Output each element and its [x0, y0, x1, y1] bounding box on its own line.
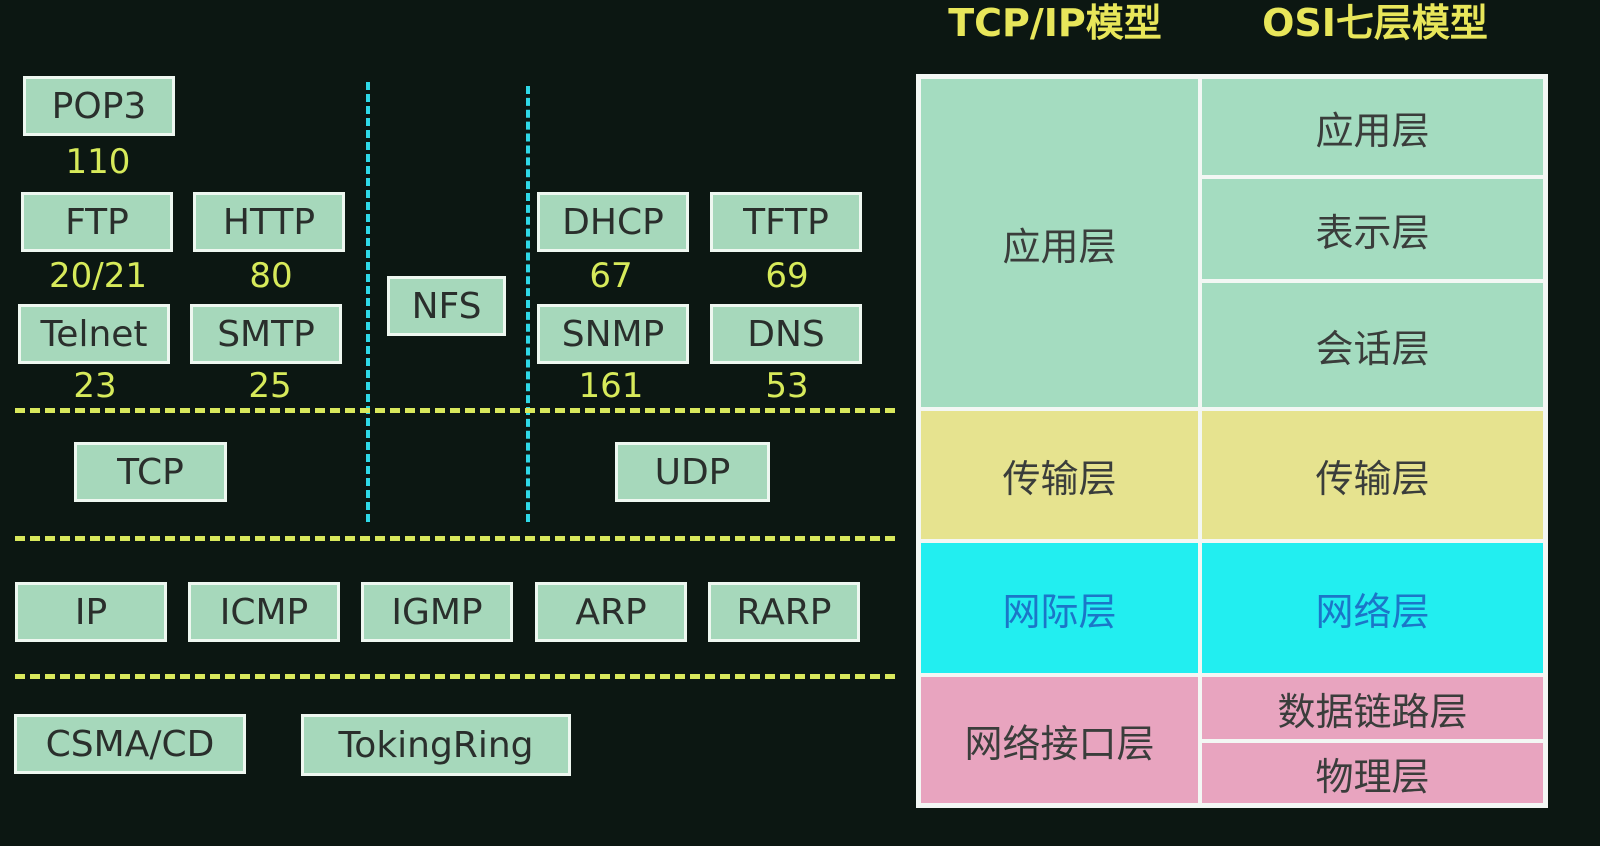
protocol-dns: DNS [710, 304, 862, 364]
tcpip-application-layer: 应用层 [919, 77, 1200, 409]
tcpip-transport-layer: 传输层 [919, 409, 1200, 541]
port-dhcp: 67 [589, 256, 633, 296]
protocol-icmp: ICMP [188, 582, 340, 642]
protocol-ip: IP [15, 582, 167, 642]
protocol-dhcp: DHCP [537, 192, 689, 252]
port-dns: 53 [765, 366, 809, 406]
vertical-divider-right [526, 86, 530, 522]
port-http: 80 [249, 256, 293, 296]
vertical-divider-left [366, 82, 370, 522]
divider-app-transport [15, 408, 895, 413]
divider-network-link [15, 674, 895, 679]
protocol-tokingring: TokingRing [301, 714, 571, 776]
protocol-igmp: IGMP [361, 582, 513, 642]
protocol-rarp: RARP [708, 582, 860, 642]
protocol-tcp: TCP [74, 442, 227, 502]
protocol-pop3: POP3 [23, 76, 175, 136]
protocol-udp: UDP [615, 442, 770, 502]
protocol-csma-cd: CSMA/CD [14, 714, 246, 774]
osi-application-layer: 应用层 [1200, 77, 1545, 177]
protocol-smtp: SMTP [190, 304, 342, 364]
osi-presentation-layer: 表示层 [1200, 177, 1545, 281]
protocol-tftp: TFTP [710, 192, 862, 252]
port-snmp: 161 [578, 366, 644, 406]
protocol-arp: ARP [535, 582, 687, 642]
protocol-nfs: NFS [387, 276, 506, 336]
osi-physical-layer: 物理层 [1200, 741, 1545, 805]
tcpip-internet-layer: 网际层 [919, 541, 1200, 675]
layer-table: 应用层 传输层 网际层 网络接口层 应用层 表示层 会话层 传输层 网络层 数据… [916, 74, 1548, 808]
protocol-ftp: FTP [21, 192, 173, 252]
osi-transport-layer: 传输层 [1200, 409, 1545, 541]
port-smtp: 25 [248, 366, 292, 406]
protocol-snmp: SNMP [537, 304, 689, 364]
port-ftp: 20/21 [49, 256, 147, 296]
protocol-telnet: Telnet [18, 304, 170, 364]
port-tftp: 69 [765, 256, 809, 296]
protocol-http: HTTP [193, 192, 345, 252]
osi-session-layer: 会话层 [1200, 281, 1545, 409]
port-telnet: 23 [73, 366, 117, 406]
tcpip-network-interface-layer: 网络接口层 [919, 675, 1200, 805]
osi-network-layer: 网络层 [1200, 541, 1545, 675]
osi-model-title: OSI七层模型 [1262, 1, 1488, 45]
divider-transport-network [15, 536, 895, 541]
osi-data-link-layer: 数据链路层 [1200, 675, 1545, 741]
tcpip-model-title: TCP/IP模型 [948, 1, 1162, 45]
port-pop3: 110 [65, 142, 131, 182]
